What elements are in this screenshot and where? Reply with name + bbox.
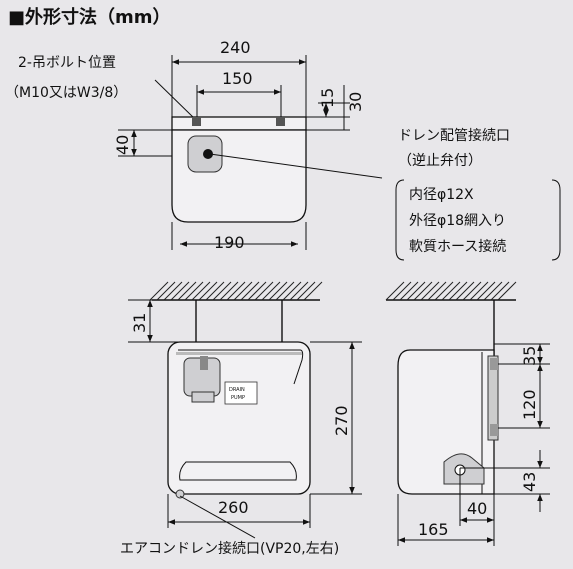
- hatch-stroke: [427, 281, 447, 301]
- hatch-stroke: [219, 281, 239, 301]
- bolt-spec: （M10又はW3/8）: [5, 85, 127, 101]
- top-rim: [176, 352, 302, 355]
- hatch-stroke: [385, 281, 405, 301]
- top-view: 2-吊ボルト位置 （M10又はW3/8） 240 150 15 30 40: [5, 38, 365, 252]
- front-view: 31 DRAIN PUMP 270 260: [128, 281, 362, 528]
- dim-150: 150: [222, 69, 253, 88]
- dim-240: 240: [220, 38, 251, 57]
- dim-15: 15: [318, 88, 337, 108]
- bolt-nut-bottom: [490, 424, 498, 436]
- tank-inner-contour: [178, 349, 304, 385]
- hatch-stroke: [156, 281, 176, 301]
- spec-bracket-left: [395, 179, 405, 261]
- pump-base: [191, 391, 215, 403]
- drain-spec-line-1: 内径φ12X: [409, 187, 474, 203]
- hatch-stroke: [448, 281, 468, 301]
- aircon-leader-line: [179, 495, 256, 539]
- tank-tray: [179, 461, 297, 481]
- dim-35: 35: [520, 346, 539, 366]
- bolt-nut-top: [490, 358, 498, 370]
- dim-30: 30: [346, 92, 365, 112]
- hatch-stroke: [434, 281, 454, 301]
- hatch-stroke: [170, 281, 190, 301]
- hatch-stroke: [261, 281, 281, 301]
- hatch-stroke: [392, 281, 412, 301]
- aircon-label: エアコンドレン接続口(VP20,左右): [120, 540, 339, 557]
- bolt-hole-left: [192, 117, 201, 126]
- pump-label-pump: PUMP: [231, 395, 245, 401]
- dim-260: 260: [218, 498, 249, 517]
- drain-port-icon: [203, 149, 213, 159]
- pump-label-drain: DRAIN: [229, 387, 245, 393]
- hatch-stroke: [247, 281, 267, 301]
- ceiling-hatch: [385, 281, 517, 301]
- ceiling-hatch: [149, 281, 323, 301]
- hatch-stroke: [413, 281, 433, 301]
- dim-31: 31: [130, 313, 149, 333]
- hatch-stroke: [212, 281, 232, 301]
- hatch-stroke: [420, 281, 440, 301]
- dim-40h: 40: [467, 499, 487, 518]
- hatch-stroke: [254, 281, 274, 301]
- mount-bracket: [487, 355, 499, 441]
- diagram-title: ■外形寸法（mm）: [8, 6, 171, 28]
- hatch-stroke: [240, 281, 260, 301]
- pump-pipe: [200, 356, 208, 370]
- dim-43: 43: [520, 472, 539, 492]
- hatch-stroke: [303, 281, 323, 301]
- dim-40: 40: [113, 135, 132, 155]
- drain-spec-line-3: 軟質ホース接続: [409, 238, 506, 255]
- hatch-stroke: [198, 281, 218, 301]
- drain-callout: ドレン配管接続口 （逆止弁付） 内径φ12X 外径φ18網入り 軟質ホース接続: [209, 127, 561, 261]
- hatch-stroke: [282, 281, 302, 301]
- drain-leader-line: [209, 153, 383, 179]
- drain-label: ドレン配管接続口: [398, 127, 510, 144]
- hatch-stroke: [455, 281, 475, 301]
- hatch-stroke: [233, 281, 253, 301]
- dim-120: 120: [520, 389, 539, 420]
- hatch-stroke: [205, 281, 225, 301]
- bolt-label: 2-吊ボルト位置: [18, 55, 116, 71]
- hatch-stroke: [177, 281, 197, 301]
- hatch-stroke: [399, 281, 419, 301]
- hatch-stroke: [275, 281, 295, 301]
- hatch-stroke: [191, 281, 211, 301]
- hatch-stroke: [462, 281, 482, 301]
- dim-190: 190: [214, 233, 245, 252]
- pump-label-plate: [224, 381, 258, 405]
- hatch-stroke: [406, 281, 426, 301]
- hatch-stroke: [226, 281, 246, 301]
- dim-270: 270: [332, 405, 351, 436]
- drain-note: （逆止弁付）: [398, 153, 482, 169]
- hatch-stroke: [289, 281, 309, 301]
- hatch-stroke: [490, 281, 510, 301]
- bolt-hole-right: [276, 117, 285, 126]
- hatch-stroke: [268, 281, 288, 301]
- hatch-stroke: [476, 281, 496, 301]
- hatch-stroke: [469, 281, 489, 301]
- hatch-stroke: [149, 281, 169, 301]
- hatch-stroke: [497, 281, 517, 301]
- hatch-stroke: [163, 281, 183, 301]
- hatch-stroke: [441, 281, 461, 301]
- dim-165: 165: [418, 520, 449, 539]
- spec-bracket-right: [551, 179, 561, 261]
- aircon-drain-port-icon: [175, 489, 185, 499]
- hatch-stroke: [483, 281, 503, 301]
- side-view: 35 120 43 40 165: [385, 281, 550, 546]
- drain-spec-line-2: 外径φ18網入り: [409, 213, 506, 229]
- hatch-stroke: [296, 281, 316, 301]
- bolt-leader-line: [154, 79, 197, 121]
- hatch-stroke: [184, 281, 204, 301]
